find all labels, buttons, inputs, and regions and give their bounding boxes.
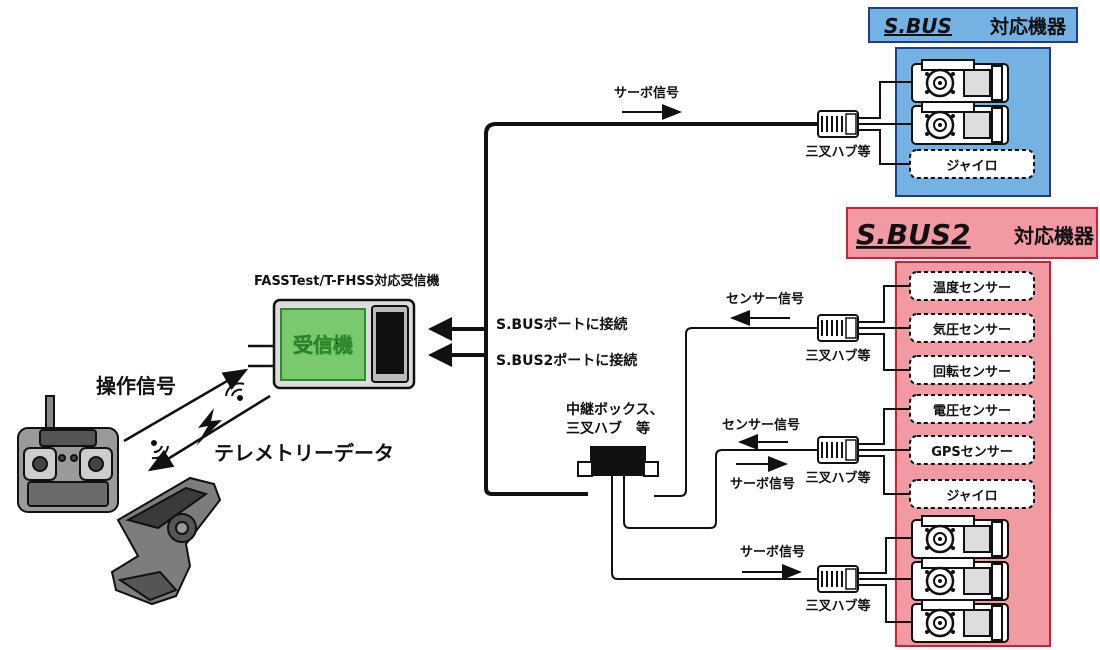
sensor-hub-1 <box>817 314 859 342</box>
receiver-label-panel <box>280 308 366 381</box>
pistol-transmitter <box>110 476 222 606</box>
sensor-hub-1-label: 三叉ハブ等 <box>805 348 870 364</box>
sensor-hub-2-label: 三叉ハブ等 <box>805 470 870 486</box>
sbus2-servo-2 <box>910 556 1010 602</box>
sbus2-servo-1 <box>910 514 1010 560</box>
receiver-caption: FASSTest/T-FHSS対応受信機 <box>254 273 440 289</box>
sensor-signal-label-1: センサー信号 <box>726 291 804 307</box>
sbus2-servo-3 <box>910 598 1010 644</box>
signal-wave-icon-transmitter <box>151 440 169 460</box>
sbus-device-group: S.BUS 対応機器 ジャイロ 三叉ハブ等 <box>805 7 1078 197</box>
signal-annotations: サーボ信号 センサー信号 センサー信号 サーボ信号 サーボ信号 <box>614 85 805 580</box>
lightning-icon <box>196 408 222 446</box>
servo-signal-label-mid: サーボ信号 <box>730 476 795 492</box>
sbus2-port-label: S.BUS2ポートに接続 <box>496 352 637 369</box>
servo-signal-label-bottom: サーボ信号 <box>740 544 805 560</box>
sensor-hub-2 <box>817 436 859 464</box>
sensor-cable-1 <box>654 327 818 497</box>
cables <box>428 122 818 580</box>
rpm-sensor-label: 回転センサー <box>933 364 1011 380</box>
servo-hub <box>817 565 859 593</box>
receiver-port-socket <box>376 312 404 374</box>
relay-box-tab-right <box>643 461 659 477</box>
sbus-logo: S.BUS <box>884 14 952 38</box>
sensor-cable-2 <box>623 449 818 529</box>
relay-box-caption-1: 中継ボックス、 <box>566 401 664 418</box>
relay-box-body <box>590 446 646 476</box>
sbus-header-title: 対応機器 <box>989 15 1067 38</box>
sensor-hub-1-wires <box>858 285 910 371</box>
sbus-servo-2 <box>910 100 1010 146</box>
telemetry-label: テレメトリーデータ <box>214 441 394 465</box>
servo-signal-label-top: サーボ信号 <box>614 85 679 101</box>
sbus-gyro-label: ジャイロ <box>946 159 997 174</box>
sbus2-header-title: 対応機器 <box>1013 224 1095 248</box>
relay-box: 中継ボックス、 三叉ハブ 等 <box>566 401 664 477</box>
pressure-sensor-label: 気圧センサー <box>933 322 1011 338</box>
receiver: FASSTest/T-FHSS対応受信機 受信機 <box>248 273 440 390</box>
sbus-servo-1 <box>910 58 1010 104</box>
signal-wave-icon-receiver <box>225 382 245 401</box>
gps-sensor-label: GPSセンサー <box>931 445 1013 460</box>
sbus-port-label: S.BUSポートに接続 <box>496 316 628 333</box>
sbus2-header <box>846 207 1098 259</box>
temp-sensor-label: 温度センサー <box>933 280 1011 296</box>
servo-hub-wires <box>858 537 913 623</box>
sbus-hub-label: 三叉ハブ等 <box>805 144 870 160</box>
sensor-signal-label-2: センサー信号 <box>722 417 800 433</box>
sensor-hub-2-wires <box>858 408 910 495</box>
telemetry-arrow <box>147 394 271 472</box>
relay-box-caption-2: 三叉ハブ 等 <box>566 420 650 437</box>
servo-hub-label: 三叉ハブ等 <box>805 598 870 614</box>
stick-transmitter <box>17 395 119 513</box>
sbus2-gyro-label: ジャイロ <box>946 489 997 504</box>
wireless-link: 操作信号 テレメトリーデータ <box>96 368 394 472</box>
sbus2-logo: S.BUS2 <box>856 218 971 251</box>
voltage-sensor-label: 電圧センサー <box>933 404 1011 419</box>
sbus2-device-group: S.BUS2 対応機器 温度センサー 気圧センサー 回転センサー 三叉ハブ等 電… <box>805 207 1098 647</box>
sbus-cable <box>484 122 818 496</box>
sbus-hub-wires <box>858 81 912 165</box>
sbus-header <box>868 7 1078 43</box>
receiver-label: 受信機 <box>293 333 353 357</box>
sbus-hub <box>817 110 859 138</box>
operation-signal-label: 操作信号 <box>96 374 176 398</box>
servo-cable <box>611 474 818 580</box>
relay-box-tab-left <box>577 461 593 477</box>
operation-arrow <box>123 368 249 443</box>
